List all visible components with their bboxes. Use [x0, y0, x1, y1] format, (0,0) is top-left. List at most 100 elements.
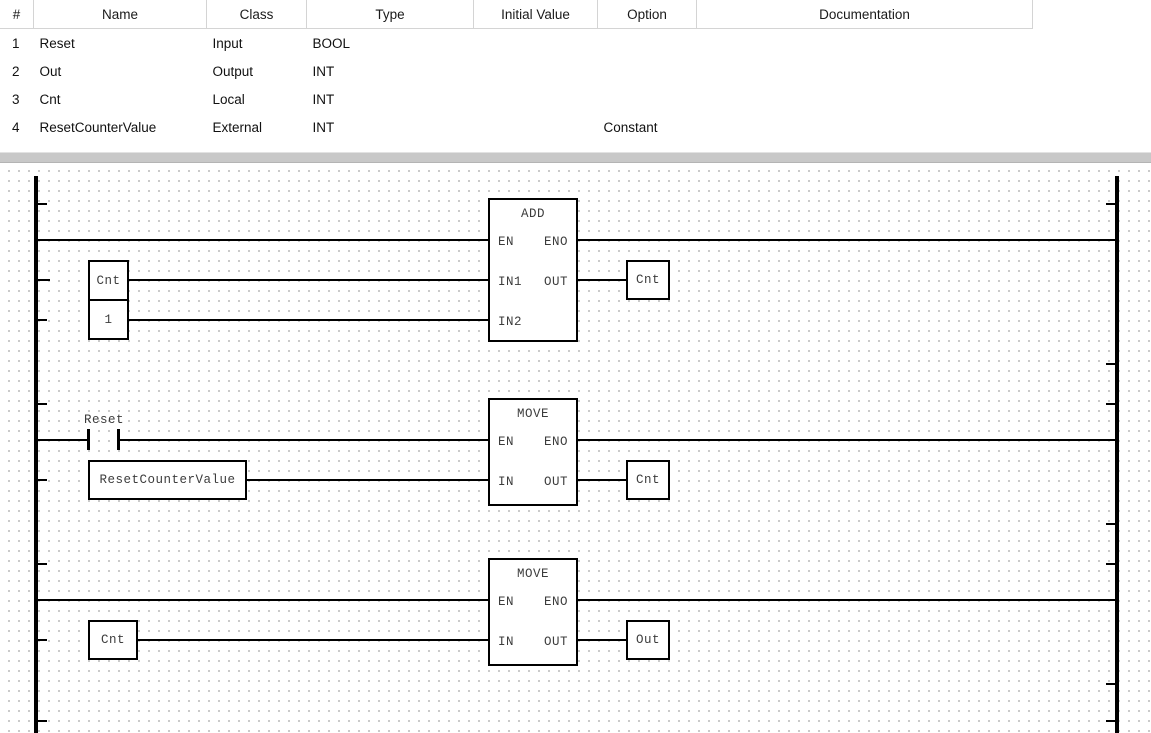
rail-stub	[38, 720, 47, 722]
rail-stub	[1106, 683, 1115, 685]
function-block-move-out[interactable]: MOVE EN ENO IN OUT	[488, 558, 578, 666]
pin-en[interactable]: EN	[498, 435, 515, 449]
pin-in[interactable]: IN	[498, 475, 515, 489]
column-header-class[interactable]: Class	[206, 0, 307, 29]
pin-eno[interactable]: ENO	[543, 595, 568, 609]
cell-name[interactable]: Reset	[39, 35, 75, 51]
rung-3-power-line-left[interactable]	[36, 599, 488, 601]
column-header-initial-value[interactable]: Initial Value	[473, 0, 598, 29]
cell-type[interactable]: BOOL	[312, 35, 351, 51]
cell-documentation[interactable]	[697, 113, 1033, 141]
rung-1-input-variable-cnt[interactable]: Cnt	[88, 260, 129, 300]
rail-stub	[38, 563, 47, 565]
pin-eno[interactable]: ENO	[543, 435, 568, 449]
variable-table-header: # Name Class Type Initial Value Option D…	[0, 0, 1033, 29]
rung-1-output-variable-cnt[interactable]: Cnt	[626, 260, 670, 300]
rung-3-power-line-right[interactable]	[577, 599, 1117, 601]
cell-documentation[interactable]	[697, 85, 1033, 113]
rung-2-power-line-left-b[interactable]	[118, 439, 488, 441]
rail-stub	[38, 479, 47, 481]
rail-stub	[1106, 403, 1115, 405]
right-power-rail	[1115, 176, 1119, 733]
pin-out[interactable]: OUT	[543, 635, 568, 649]
cell-initial-value[interactable]	[474, 85, 598, 113]
rung-3-wire-in[interactable]	[138, 639, 488, 641]
cell-option[interactable]: Constant	[603, 119, 658, 135]
rung-2-wire-out[interactable]	[578, 479, 626, 481]
rung-2-wire-in[interactable]	[247, 479, 488, 481]
rail-stub	[1106, 203, 1115, 205]
rung-2-power-line-right[interactable]	[577, 439, 1117, 441]
panel-splitter[interactable]	[0, 152, 1151, 163]
rail-stub	[1106, 523, 1115, 525]
pin-in1[interactable]: IN1	[498, 275, 523, 289]
rung-1-input-variable-constant[interactable]: 1	[88, 300, 129, 340]
pin-out[interactable]: OUT	[543, 475, 568, 489]
cell-number: 3	[12, 91, 20, 107]
cell-documentation[interactable]	[697, 29, 1033, 58]
cell-number: 2	[12, 63, 20, 79]
column-header-option[interactable]: Option	[597, 0, 697, 29]
rung-1-input-1-rail-stub	[38, 279, 50, 281]
cell-type[interactable]: INT	[312, 63, 335, 79]
table-row[interactable]: 2 Out Output INT	[0, 57, 1033, 85]
rail-stub	[38, 639, 47, 641]
rung-1-wire-out[interactable]	[578, 279, 626, 281]
rail-stub	[38, 319, 47, 321]
table-row[interactable]: 1 Reset Input BOOL	[0, 29, 1033, 58]
rung-2-input-variable-resetcountervalue[interactable]: ResetCounterValue	[88, 460, 247, 500]
pin-en[interactable]: EN	[498, 235, 515, 249]
cell-class[interactable]: Input	[212, 35, 243, 51]
cell-initial-value[interactable]	[474, 113, 598, 141]
column-header-number[interactable]: #	[0, 0, 34, 29]
ladder-diagram-canvas[interactable]: Cnt 1 ADD EN ENO IN1 OUT IN2 Cnt Reset R…	[0, 164, 1151, 733]
column-header-type[interactable]: Type	[306, 0, 474, 29]
cell-option[interactable]	[598, 85, 697, 113]
cell-documentation[interactable]	[697, 57, 1033, 85]
variable-table[interactable]: # Name Class Type Initial Value Option D…	[0, 0, 1151, 152]
function-block-add[interactable]: ADD EN ENO IN1 OUT IN2	[488, 198, 578, 342]
rung-2-output-variable-cnt[interactable]: Cnt	[626, 460, 670, 500]
cell-class[interactable]: Local	[212, 91, 245, 107]
contact-reset-label: Reset	[84, 413, 125, 427]
cell-option[interactable]	[598, 29, 697, 58]
rung-1-wire-in1[interactable]	[129, 279, 488, 281]
rung-2-power-line-left-a[interactable]	[36, 439, 89, 441]
pin-in[interactable]: IN	[498, 635, 515, 649]
cell-initial-value[interactable]	[474, 29, 598, 58]
cell-name[interactable]: Cnt	[39, 91, 61, 107]
rail-stub	[38, 403, 47, 405]
rung-1-power-line-right[interactable]	[577, 239, 1117, 241]
rung-1-wire-in2[interactable]	[129, 319, 488, 321]
rail-stub	[1106, 563, 1115, 565]
function-block-move-reset-title: MOVE	[516, 407, 549, 421]
rung-3-wire-out[interactable]	[578, 639, 626, 641]
left-power-rail	[34, 176, 38, 733]
variable-table-body: 1 Reset Input BOOL 2 Out Output INT 3 Cn…	[0, 29, 1033, 142]
cell-type[interactable]: INT	[312, 91, 335, 107]
cell-option[interactable]	[598, 57, 697, 85]
rung-1-power-line-left[interactable]	[36, 239, 488, 241]
pin-out[interactable]: OUT	[543, 275, 568, 289]
table-row[interactable]: 3 Cnt Local INT	[0, 85, 1033, 113]
cell-name[interactable]: Out	[39, 63, 62, 79]
rung-3-output-variable-out[interactable]: Out	[626, 620, 670, 660]
cell-class[interactable]: External	[212, 119, 263, 135]
contact-reset[interactable]	[87, 429, 120, 450]
function-block-move-reset[interactable]: MOVE EN ENO IN OUT	[488, 398, 578, 506]
variable-table-grid: # Name Class Type Initial Value Option D…	[0, 0, 1033, 141]
table-row[interactable]: 4 ResetCounterValue External INT Constan…	[0, 113, 1033, 141]
cell-type[interactable]: INT	[312, 119, 335, 135]
rail-stub	[38, 203, 47, 205]
cell-class[interactable]: Output	[212, 63, 254, 79]
contact-bar-left	[87, 429, 90, 450]
rung-3-input-variable-cnt[interactable]: Cnt	[88, 620, 138, 660]
cell-name[interactable]: ResetCounterValue	[39, 119, 157, 135]
cell-initial-value[interactable]	[474, 57, 598, 85]
pin-eno[interactable]: ENO	[543, 235, 568, 249]
pin-en[interactable]: EN	[498, 595, 515, 609]
column-header-name[interactable]: Name	[33, 0, 207, 29]
pin-in2[interactable]: IN2	[498, 315, 523, 329]
function-block-move-out-title: MOVE	[516, 567, 549, 581]
column-header-documentation[interactable]: Documentation	[696, 0, 1033, 29]
